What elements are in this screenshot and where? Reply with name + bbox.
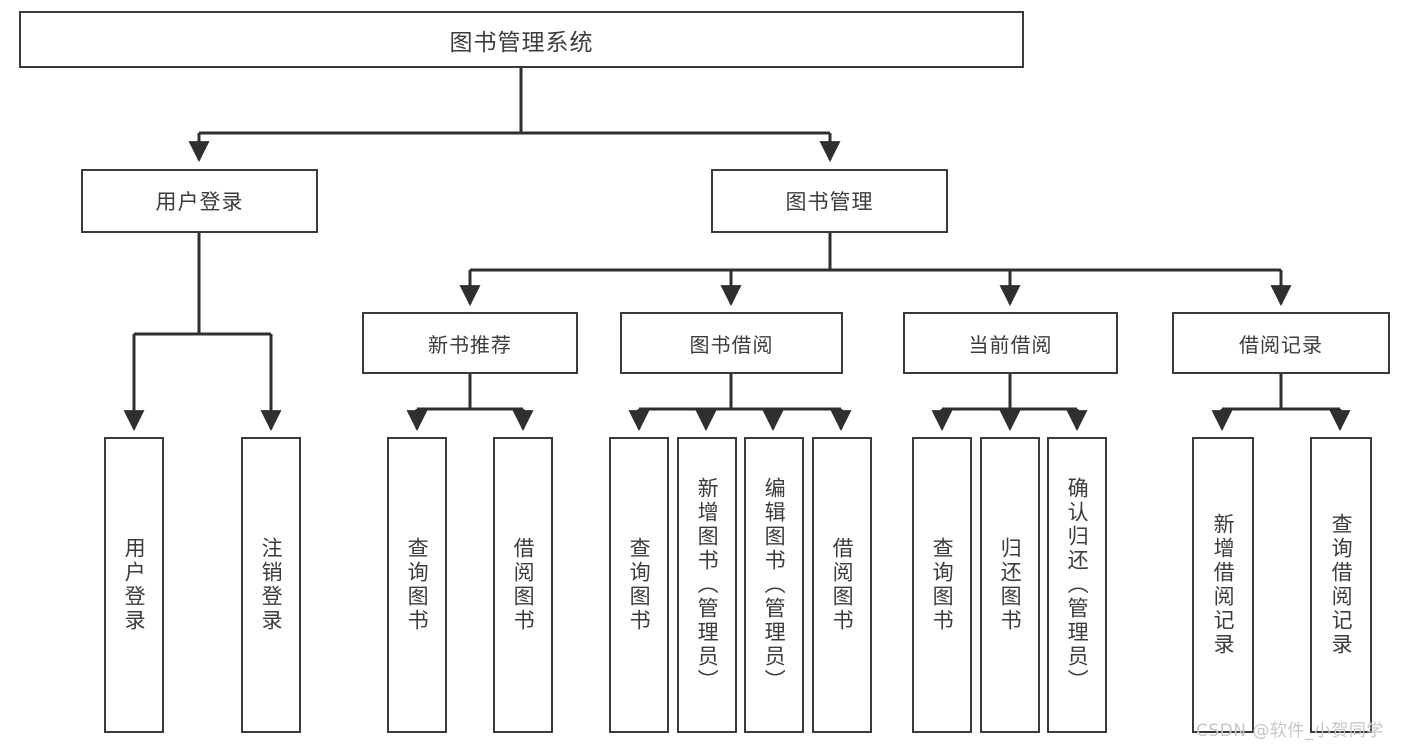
leaf-user-login-logout[interactable]: 注销登录 [241,437,301,733]
node-borrow-record[interactable]: 借阅记录 [1172,312,1390,374]
node-borrow-record-label: 借阅记录 [1239,332,1323,357]
leaf-user-login-login[interactable]: 用户登录 [104,437,164,733]
leaf-book-borrow-borrow[interactable]: 借阅图书 [812,437,872,733]
node-current-borrow-label: 当前借阅 [968,332,1053,357]
leaf-label: 用户登录 [122,537,147,633]
node-book-management[interactable]: 图书管理 [711,169,948,233]
node-root-label: 图书管理系统 [449,29,594,56]
node-new-book-recommend-label: 新书推荐 [428,332,512,357]
leaf-borrow-record-query[interactable]: 查询借阅记录 [1310,437,1372,733]
leaf-borrow-record-add[interactable]: 新增借阅记录 [1192,437,1254,733]
leaf-label: 新增图书（管理员） [695,477,720,693]
node-root[interactable]: 图书管理系统 [19,11,1024,68]
leaf-label: 借阅图书 [830,537,855,633]
leaf-new-book-query[interactable]: 查询图书 [387,437,447,733]
leaf-new-book-borrow[interactable]: 借阅图书 [493,437,553,733]
node-current-borrow[interactable]: 当前借阅 [903,312,1118,374]
leaf-book-borrow-add[interactable]: 新增图书（管理员） [677,437,737,733]
leaf-current-borrow-confirm[interactable]: 确认归还（管理员） [1047,437,1107,733]
leaf-label: 注销登录 [259,537,284,633]
leaf-label: 查询图书 [405,537,430,633]
leaf-label: 新增借阅记录 [1211,513,1236,657]
csdn-watermark: CSDN @软件_小贺同学 [1196,721,1384,741]
leaf-label: 查询借阅记录 [1329,513,1354,657]
leaf-label: 归还图书 [998,537,1023,633]
node-user-login[interactable]: 用户登录 [81,169,318,233]
leaf-book-borrow-edit[interactable]: 编辑图书（管理员） [744,437,804,733]
leaf-label: 查询图书 [627,537,652,633]
node-book-borrow[interactable]: 图书借阅 [620,312,843,374]
node-book-management-label: 图书管理 [785,190,874,214]
leaf-current-borrow-query[interactable]: 查询图书 [912,437,972,733]
node-new-book-recommend[interactable]: 新书推荐 [362,312,578,374]
leaf-label: 借阅图书 [511,537,536,633]
leaf-label: 确认归还（管理员） [1065,477,1090,693]
leaf-current-borrow-return[interactable]: 归还图书 [980,437,1040,733]
leaf-label: 查询图书 [930,537,955,633]
leaf-book-borrow-query[interactable]: 查询图书 [609,437,669,733]
node-book-borrow-label: 图书借阅 [689,332,774,357]
node-user-login-label: 用户登录 [155,190,244,214]
leaf-label: 编辑图书（管理员） [762,477,787,693]
